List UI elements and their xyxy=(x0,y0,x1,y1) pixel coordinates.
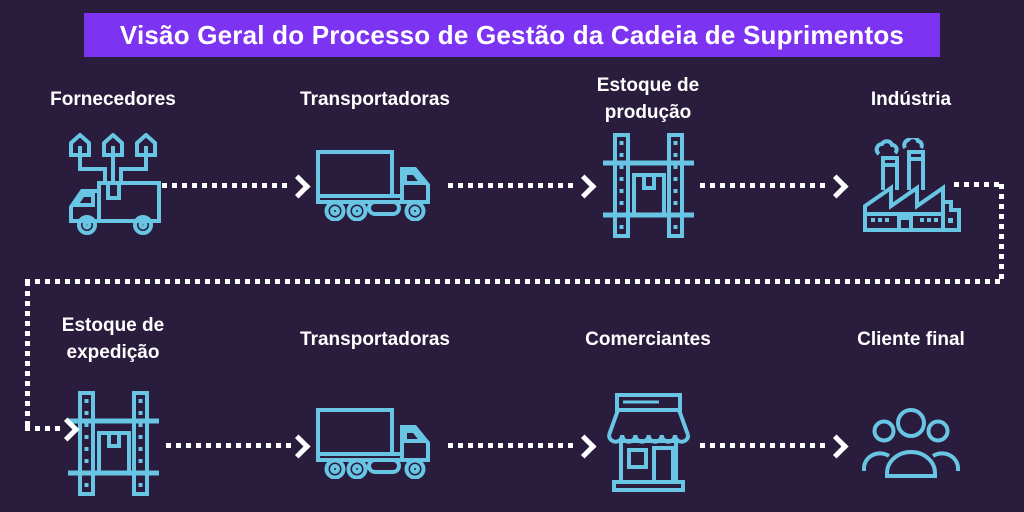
node-estoque-expedicao: Estoque de expedição xyxy=(13,314,213,500)
return-line-segment xyxy=(25,281,30,430)
node-label: Transportadoras xyxy=(300,88,450,110)
node-label: Estoque de expedição xyxy=(61,315,165,363)
node-label: Transportadoras xyxy=(300,328,450,350)
node-comerciantes: Comerciantes xyxy=(548,314,748,500)
supplier-distribution-truck-icon xyxy=(63,128,163,242)
dotted-line xyxy=(700,183,829,188)
node-label: Indústria xyxy=(870,88,952,110)
cargo-truck-icon xyxy=(315,128,435,242)
dotted-line xyxy=(448,443,577,448)
node-industria: Indústria xyxy=(811,74,1011,242)
flow-arrow xyxy=(162,174,311,199)
warehouse-rack-icon xyxy=(66,386,161,500)
flow-arrow xyxy=(448,174,597,199)
storefront-icon xyxy=(601,386,696,500)
node-label: Estoque de produção xyxy=(596,75,700,123)
return-flow-arrow xyxy=(25,417,80,442)
customers-group-icon xyxy=(861,386,961,500)
page-title: Visão Geral do Processo de Gestão da Cad… xyxy=(84,13,940,57)
factory-icon xyxy=(859,128,964,242)
dotted-line xyxy=(700,443,829,448)
flow-arrow xyxy=(166,434,311,459)
dotted-line xyxy=(166,443,291,448)
flow-arrow xyxy=(448,434,597,459)
node-fornecedores: Fornecedores xyxy=(13,74,213,242)
node-label: Cliente final xyxy=(857,328,965,350)
return-line-segment xyxy=(25,279,1004,284)
dotted-line xyxy=(25,426,60,431)
node-cliente-final: Cliente final xyxy=(811,314,1011,500)
cargo-truck-icon xyxy=(315,386,435,500)
flow-arrow xyxy=(700,434,849,459)
flow-arrow xyxy=(700,174,849,199)
warehouse-rack-icon xyxy=(601,128,696,242)
node-label: Fornecedores xyxy=(50,88,176,110)
node-transportadoras-2: Transportadoras xyxy=(275,314,475,500)
return-line-segment xyxy=(999,184,1004,282)
node-transportadoras-1: Transportadoras xyxy=(275,74,475,242)
dotted-line xyxy=(162,183,291,188)
node-estoque-producao: Estoque de produção xyxy=(548,74,748,242)
node-label: Comerciantes xyxy=(585,328,711,350)
dotted-line xyxy=(448,183,577,188)
return-line-segment xyxy=(954,182,1004,187)
